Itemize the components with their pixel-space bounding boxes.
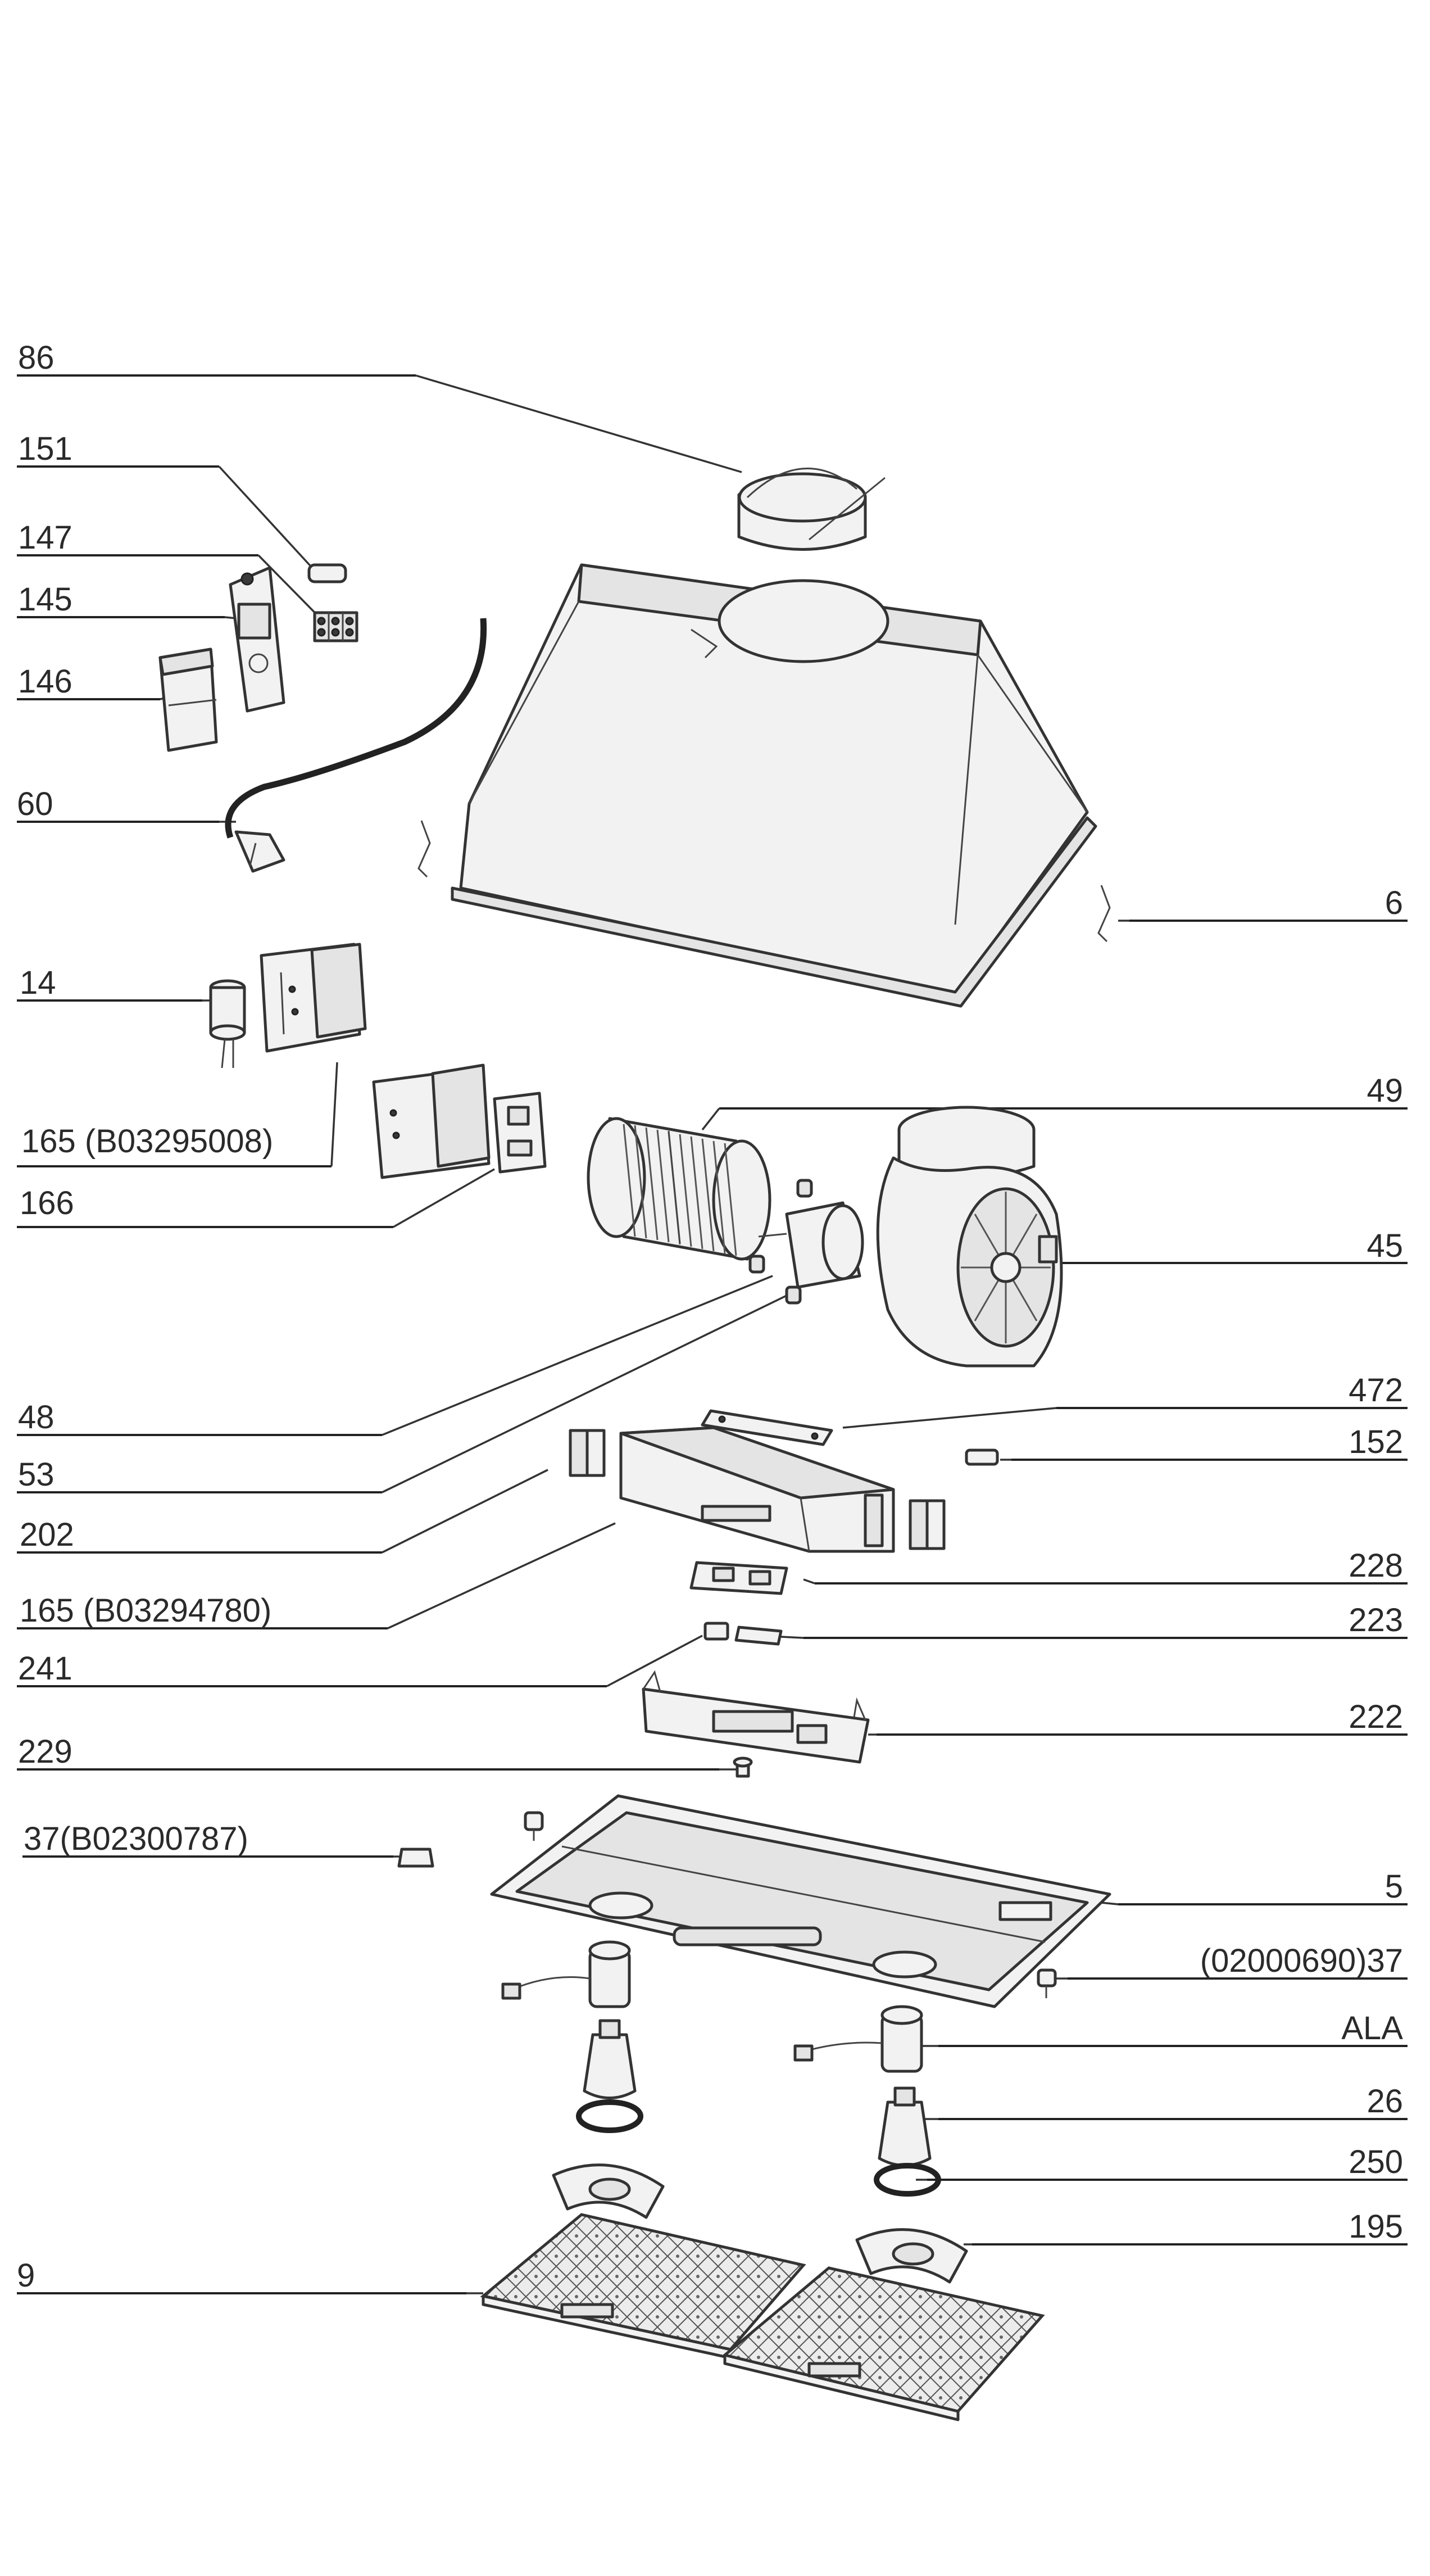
part-motor <box>748 1179 864 1305</box>
callout-9: 9 <box>17 2257 35 2294</box>
callout-48: 48 <box>18 1399 55 1436</box>
part-plate <box>701 1409 833 1446</box>
callout-26: 26 <box>1367 2083 1403 2120</box>
part-bottom-frame <box>490 1794 1111 2008</box>
part-power-cord <box>225 618 487 873</box>
callout-229: 229 <box>18 1733 72 1770</box>
part-control-box <box>619 1426 895 1553</box>
callout-14: 14 <box>20 965 56 1001</box>
part-electrical-group <box>158 563 358 752</box>
part-bulbs <box>583 2019 932 2167</box>
callout-147: 147 <box>18 519 72 556</box>
part-knobs <box>397 1811 1057 1998</box>
part-check-valve <box>737 467 886 551</box>
part-screw <box>733 1756 753 1778</box>
part-tray <box>642 1670 870 1764</box>
part-grease-filters <box>480 2213 1045 2421</box>
callout-5: 5 <box>1384 1868 1403 1905</box>
callout-250: 250 <box>1349 2144 1403 2180</box>
callout-6: 6 <box>1384 885 1403 921</box>
callout-37-02000690: (02000690)37 <box>1200 1943 1403 1979</box>
part-lamp-brackets <box>552 2163 968 2284</box>
callout-165-b03295008: 165 (B03295008) <box>21 1123 274 1160</box>
callout-60: 60 <box>17 786 53 822</box>
callout-86: 86 <box>18 339 55 376</box>
callout-151: 151 <box>18 431 72 467</box>
part-hood-body <box>417 563 1111 1008</box>
label-underlines <box>17 374 1408 2294</box>
callout-45: 45 <box>1367 1228 1403 1264</box>
part-blower-wheel <box>587 1117 771 1261</box>
part-bracket-switch <box>372 1063 547 1179</box>
callout-145: 145 <box>18 581 72 618</box>
callout-472: 472 <box>1349 1372 1403 1409</box>
callout-195: 195 <box>1349 2208 1403 2245</box>
callout-37-b02300787: 37(B02300787) <box>24 1821 248 1857</box>
callout-223: 223 <box>1349 1602 1403 1638</box>
callout-152: 152 <box>1349 1424 1403 1460</box>
callout-165-b03294780: 165 (B03294780) <box>20 1592 272 1629</box>
part-capacitor-bracket <box>209 943 367 1069</box>
part-rings <box>576 2099 941 2197</box>
part-lamp-holders <box>501 1940 923 2073</box>
callout-228: 228 <box>1349 1547 1403 1584</box>
part-blower-housing <box>876 1106 1063 1368</box>
callout-146: 146 <box>18 663 72 700</box>
callout-202: 202 <box>20 1516 74 1553</box>
callout-49: 49 <box>1367 1072 1403 1109</box>
callout-241: 241 <box>18 1650 72 1687</box>
part-clips <box>569 1429 999 1550</box>
callout-53: 53 <box>18 1456 55 1493</box>
callout-222: 222 <box>1349 1699 1403 1735</box>
part-small-boards <box>689 1561 788 1646</box>
callout-166: 166 <box>20 1185 74 1221</box>
callout-ala: ALA <box>1341 2010 1403 2047</box>
